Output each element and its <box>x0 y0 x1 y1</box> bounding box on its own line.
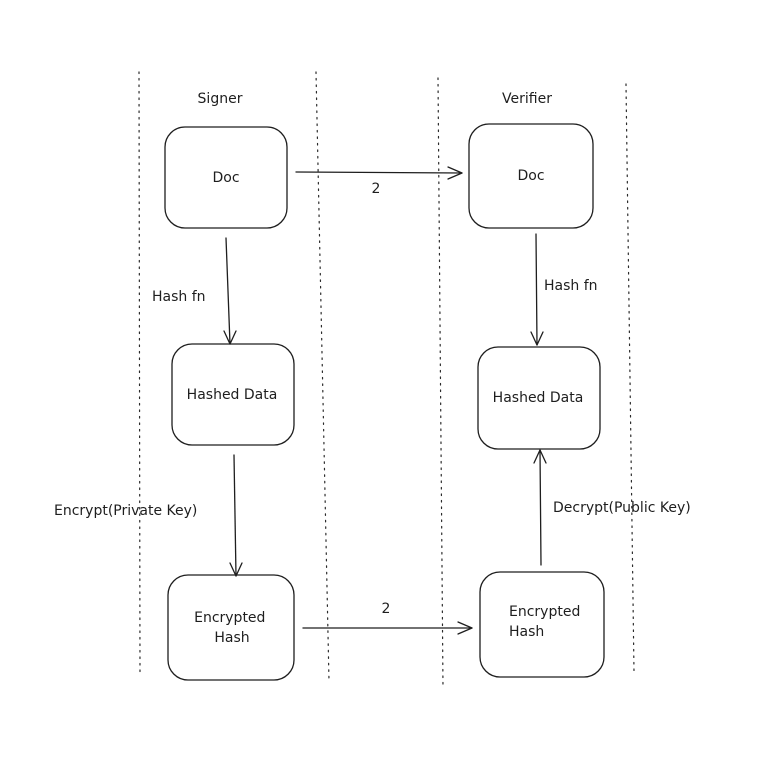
encrypt-label: Encrypt(Private Key) <box>54 503 197 519</box>
decrypt-label: Decrypt(Public Key) <box>553 500 691 516</box>
lane-title-verifier: Verifier <box>502 91 552 107</box>
signer-encrypted-hash-node: Encrypted Hash <box>167 574 295 681</box>
signer-hashed-data-node: Hashed Data <box>171 343 295 446</box>
lane-divider-3 <box>437 77 444 689</box>
verifier-encrypted-hash-label: Encrypted Hash <box>509 604 585 640</box>
verifier-hash-arrow <box>530 233 544 346</box>
signer-hash-arrow <box>223 237 237 345</box>
verifier-encrypted-hash-line-2: Hash <box>509 624 544 640</box>
verifier-doc-label: Doc <box>517 168 544 184</box>
lane-divider-2 <box>315 71 330 682</box>
verifier-encrypted-hash-node: Encrypted Hash <box>479 571 605 678</box>
signer-encrypted-hash-line-2: Hash <box>214 630 249 646</box>
decrypt-arrow <box>533 449 547 566</box>
verifier-hashed-data-node: Hashed Data <box>477 346 601 450</box>
signer-encrypted-hash-label: Encrypted Hash <box>194 610 270 646</box>
doc-transfer-label: 2 <box>372 181 381 197</box>
signer-hash-label: Hash fn <box>152 289 206 305</box>
verifier-doc-node: Doc <box>468 123 594 229</box>
verifier-hash-label: Hash fn <box>544 278 598 294</box>
lane-divider-4 <box>625 83 635 673</box>
lane-divider-1 <box>138 71 141 677</box>
verifier-encrypted-hash-line-1: Encrypted <box>509 604 580 620</box>
hash-transfer-label: 2 <box>382 601 391 617</box>
signer-doc-node: Doc <box>164 126 288 229</box>
encrypt-arrow <box>229 454 243 577</box>
verifier-hashed-data-label: Hashed Data <box>493 390 584 406</box>
signer-encrypted-hash-line-1: Encrypted <box>194 610 265 626</box>
signer-hashed-data-label: Hashed Data <box>187 387 278 403</box>
signer-doc-label: Doc <box>212 170 239 186</box>
lane-title-signer: Signer <box>198 91 243 107</box>
hash-transfer-arrow <box>302 621 473 635</box>
doc-transfer-arrow <box>295 166 463 180</box>
